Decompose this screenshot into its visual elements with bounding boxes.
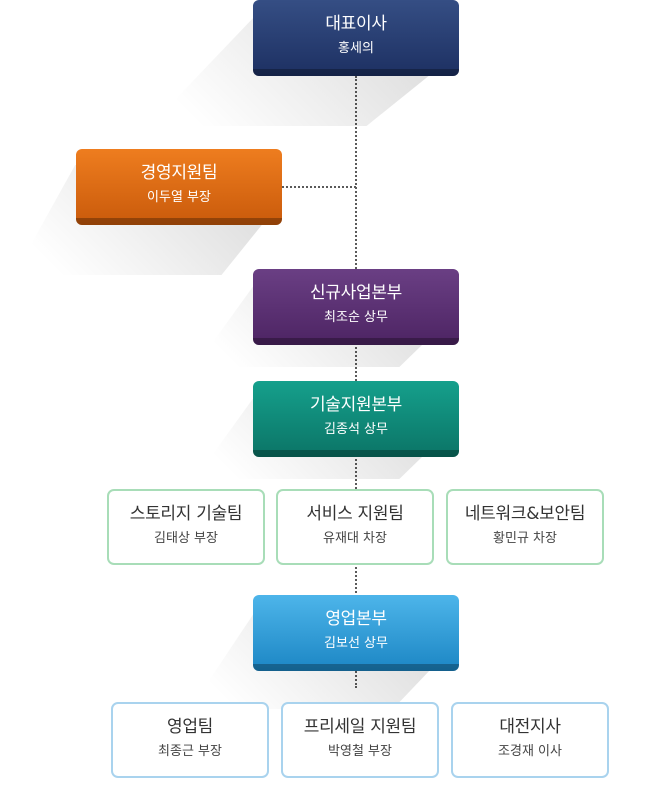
team-leader: 유재대 차장 [323,531,387,546]
tech-support-title: 기술지원본부 [309,395,403,415]
team-leader: 박영철 부장 [328,744,392,759]
new-business-name: 최조순 상무 [324,310,388,325]
team-title: 영업팀 [166,717,214,737]
team-title: 프리세일 지원팀 [303,717,417,737]
team-leader: 조경재 이사 [498,744,562,759]
team-leader: 최종근 부장 [158,744,222,759]
team-leader: 황민규 차장 [493,531,557,546]
team-title: 서비스 지원팀 [306,504,404,524]
team-service-support[interactable]: 서비스 지원팀 유재대 차장 [276,489,434,565]
tech-support-name: 김종석 상무 [324,422,388,437]
management-support-name: 이두열 부장 [147,190,211,205]
team-daejeon-branch[interactable]: 대전지사 조경재 이사 [451,702,609,778]
team-title: 네트워크&보안팀 [464,504,586,524]
team-presales-support[interactable]: 프리세일 지원팀 박영철 부장 [281,702,439,778]
team-network-security[interactable]: 네트워크&보안팀 황민규 차장 [446,489,604,565]
team-title: 대전지사 [499,717,561,737]
sales-name: 김보선 상무 [324,636,388,651]
tech-support-box[interactable]: 기술지원본부 김종석 상무 [253,381,459,457]
management-support-title: 경영지원팀 [140,163,218,183]
ceo-name: 홍세의 [338,41,374,56]
new-business-title: 신규사업본부 [309,283,403,303]
sales-box[interactable]: 영업본부 김보선 상무 [253,595,459,671]
ceo-title: 대표이사 [325,14,387,34]
team-storage-tech[interactable]: 스토리지 기술팀 김태상 부장 [107,489,265,565]
sales-title: 영업본부 [325,609,387,629]
management-support-box[interactable]: 경영지원팀 이두열 부장 [76,149,282,225]
ceo-box[interactable]: 대표이사 홍세의 [253,0,459,76]
new-business-box[interactable]: 신규사업본부 최조순 상무 [253,269,459,345]
team-title: 스토리지 기술팀 [129,504,243,524]
connector-management-support [282,186,356,188]
team-sales[interactable]: 영업팀 최종근 부장 [111,702,269,778]
team-leader: 김태상 부장 [154,531,218,546]
